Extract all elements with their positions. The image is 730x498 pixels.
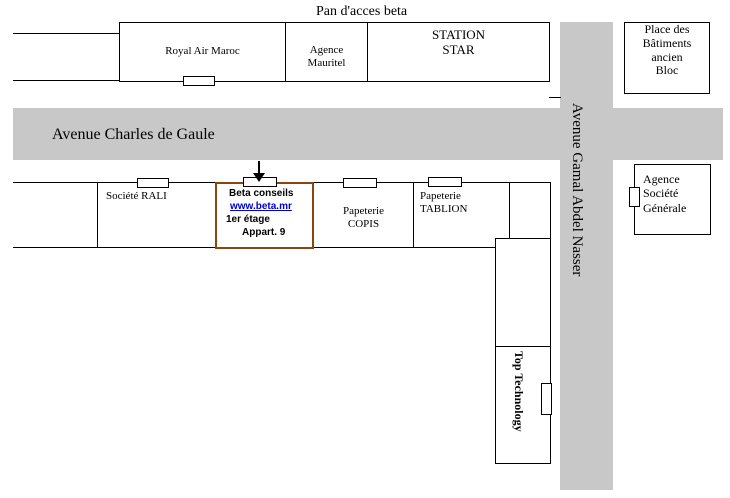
agence-societe-generale-label: Agence Société Générale xyxy=(643,172,687,215)
station-star-label: STATION STAR xyxy=(431,27,486,57)
societe-rali-label: Société RALI xyxy=(106,190,167,202)
top-sign-label: Pan d'acces beta xyxy=(316,4,408,19)
top-technology-label: Top Technology xyxy=(512,351,526,432)
agence-mauritel-label: Agence Mauritel xyxy=(307,44,346,69)
papeterie-tablion-building xyxy=(413,182,510,248)
avenue-gamal-abdel-nasser-label: Avenue Gamal Abdel Nasser xyxy=(569,103,585,277)
down-arrow-icon xyxy=(253,161,265,182)
royal-air-maroc-label: Royal Air Maroc xyxy=(165,45,240,57)
papeterie-copis-label: Papeterie COPIS xyxy=(343,205,384,230)
beta-conseils-website-link[interactable]: www.beta.mr xyxy=(230,201,292,212)
societe-rali-door xyxy=(137,178,169,188)
beta-conseils-floor: 1er étage xyxy=(226,214,270,225)
top-street-line xyxy=(549,97,561,98)
corner-building xyxy=(509,182,551,239)
agence-societe-generale-building xyxy=(634,164,711,235)
lower-street-line xyxy=(13,182,97,183)
agence-societe-generale-door xyxy=(629,187,640,207)
papeterie-tablion-door xyxy=(428,177,462,187)
papeterie-tablion-label: Papeterie TABLION xyxy=(420,190,468,216)
avenue-gamal-abdel-nasser-road xyxy=(560,22,613,490)
top-technology-door xyxy=(541,383,552,415)
top-street-line xyxy=(13,80,120,81)
beta-conseils-name: Beta conseils xyxy=(229,188,294,199)
societe-rali-building xyxy=(97,182,217,248)
station-star-building xyxy=(367,22,550,82)
place-batiments-label: Place des Bâtiments ancien Bloc xyxy=(642,22,692,78)
beta-conseils-apartment: Appart. 9 xyxy=(242,227,286,238)
place-batiments-building xyxy=(624,22,710,94)
papeterie-copis-door xyxy=(343,178,377,188)
top-street-line xyxy=(13,33,120,34)
beta-conseils-building[interactable] xyxy=(215,182,314,249)
avenue-charles-de-gaule-label: Avenue Charles de Gaule xyxy=(52,126,215,143)
royal-air-maroc-door xyxy=(183,76,215,86)
corner-side-building xyxy=(495,238,551,347)
